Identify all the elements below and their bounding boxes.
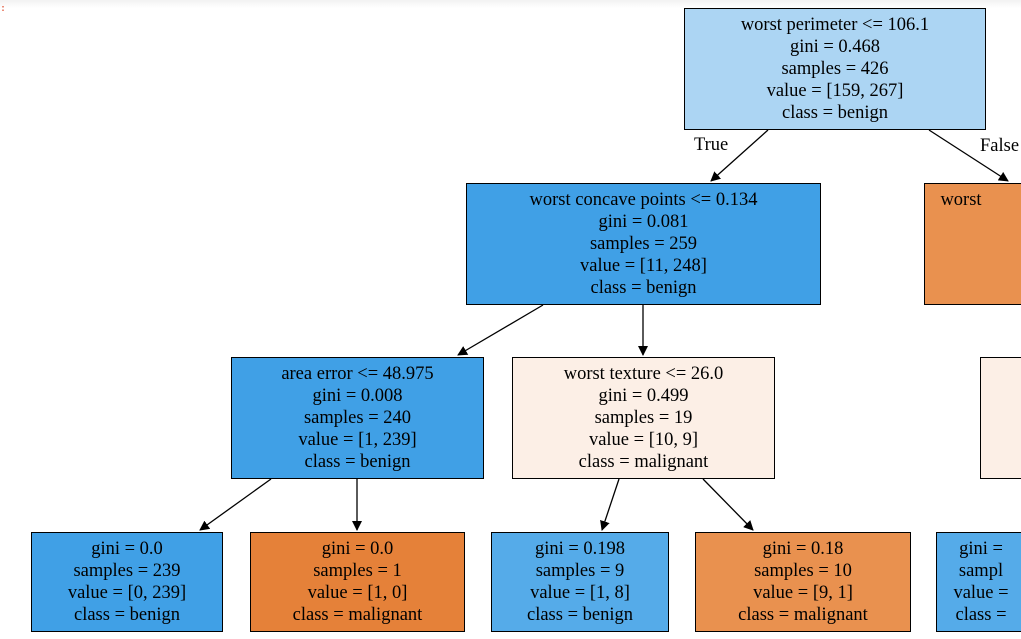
node-text-line: ​ bbox=[981, 385, 1021, 407]
tree-edge-arrow bbox=[702, 478, 754, 531]
node-text-line: samples = 426 bbox=[781, 59, 889, 79]
node-text-line: ​ bbox=[925, 211, 1021, 233]
node-text-line: class = malignant bbox=[292, 605, 423, 625]
node-text-line: samples = 19 bbox=[594, 408, 693, 428]
node-text-line: samples = 239 bbox=[73, 561, 181, 581]
node-text-line: value = [159, 267] bbox=[766, 81, 904, 101]
node-text-line: gini = 0.468 bbox=[789, 37, 881, 57]
node-text-line: value = [9, 1] bbox=[753, 583, 853, 603]
node-text-line: value = [10, 9] bbox=[588, 430, 699, 450]
node-text-line: gini = bbox=[959, 539, 1003, 559]
tree-edge-arrow bbox=[710, 129, 769, 182]
tree-edge-arrow bbox=[600, 478, 620, 531]
node-text-line: ​ bbox=[981, 407, 1021, 429]
node-text-line: area error <= 48.975 bbox=[281, 364, 434, 384]
node-text-line: ​ bbox=[925, 233, 1021, 255]
node-text-line: ​ bbox=[981, 363, 1021, 385]
node-text-line: class = malignant bbox=[578, 452, 709, 472]
edge-label-false: False bbox=[980, 136, 1020, 156]
node-text-line: value = [1, 239] bbox=[298, 430, 417, 450]
output-prompt-marker: : bbox=[0, 3, 7, 14]
tree-edge-arrow bbox=[928, 129, 1009, 182]
node-text-line: class = benign bbox=[304, 452, 411, 472]
node-text-line: ​ bbox=[981, 451, 1021, 473]
node-text-line: class = malignant bbox=[738, 605, 868, 625]
node-text-line: samples = 10 bbox=[754, 561, 852, 581]
node-text-line: value = [1, 8] bbox=[530, 583, 630, 603]
node-text-line: class = benign bbox=[74, 605, 180, 625]
node-text-line: ​ bbox=[981, 429, 1021, 451]
node-text-line: gini = 0.499 bbox=[598, 386, 689, 406]
node-text-line: worst texture <= 26.0 bbox=[563, 364, 724, 384]
node-text-line: ​ bbox=[925, 277, 1021, 299]
node-text-line: sampl bbox=[958, 561, 1004, 581]
notebook-output-top-bar bbox=[0, 0, 1021, 8]
tree-split-node: ​​​​​ bbox=[980, 357, 1021, 479]
node-text-line: samples = 259 bbox=[589, 234, 698, 254]
node-text-line: worst perimeter <= 106.1 bbox=[740, 15, 930, 35]
tree-edge-arrow bbox=[457, 304, 544, 356]
node-text-line: class = bbox=[955, 605, 1007, 625]
node-text-line: class = benign bbox=[527, 605, 633, 625]
node-text-line: samples = 9 bbox=[535, 561, 625, 581]
node-text-line: ​ bbox=[925, 255, 1021, 277]
node-text-line: class = benign bbox=[590, 278, 697, 298]
node-text-line: value = [0, 239] bbox=[67, 583, 187, 603]
edge-label-true: True bbox=[694, 135, 729, 155]
node-text-line: worst bbox=[940, 190, 982, 210]
node-text-line: gini = 0.0 bbox=[321, 539, 394, 559]
node-text-line: value = bbox=[953, 583, 1009, 603]
node-text-line: worst concave points <= 0.134 bbox=[529, 190, 758, 210]
node-text-line: gini = 0.008 bbox=[312, 386, 403, 406]
tree-edge-arrow bbox=[199, 478, 272, 531]
node-text-line: gini = 0.081 bbox=[598, 212, 689, 232]
node-text-line: gini = 0.0 bbox=[91, 539, 163, 559]
node-text-line: samples = 1 bbox=[313, 561, 402, 581]
node-text-line: gini = 0.18 bbox=[762, 539, 844, 559]
tree-split-node: worst​​​​ bbox=[924, 183, 1021, 305]
node-text-line: value = [1, 0] bbox=[307, 583, 408, 603]
node-text-line: value = [11, 248] bbox=[580, 256, 707, 276]
node-text-line: class = benign bbox=[782, 103, 888, 123]
node-text-line: samples = 240 bbox=[303, 408, 412, 428]
node-text-line: gini = 0.198 bbox=[534, 539, 626, 559]
